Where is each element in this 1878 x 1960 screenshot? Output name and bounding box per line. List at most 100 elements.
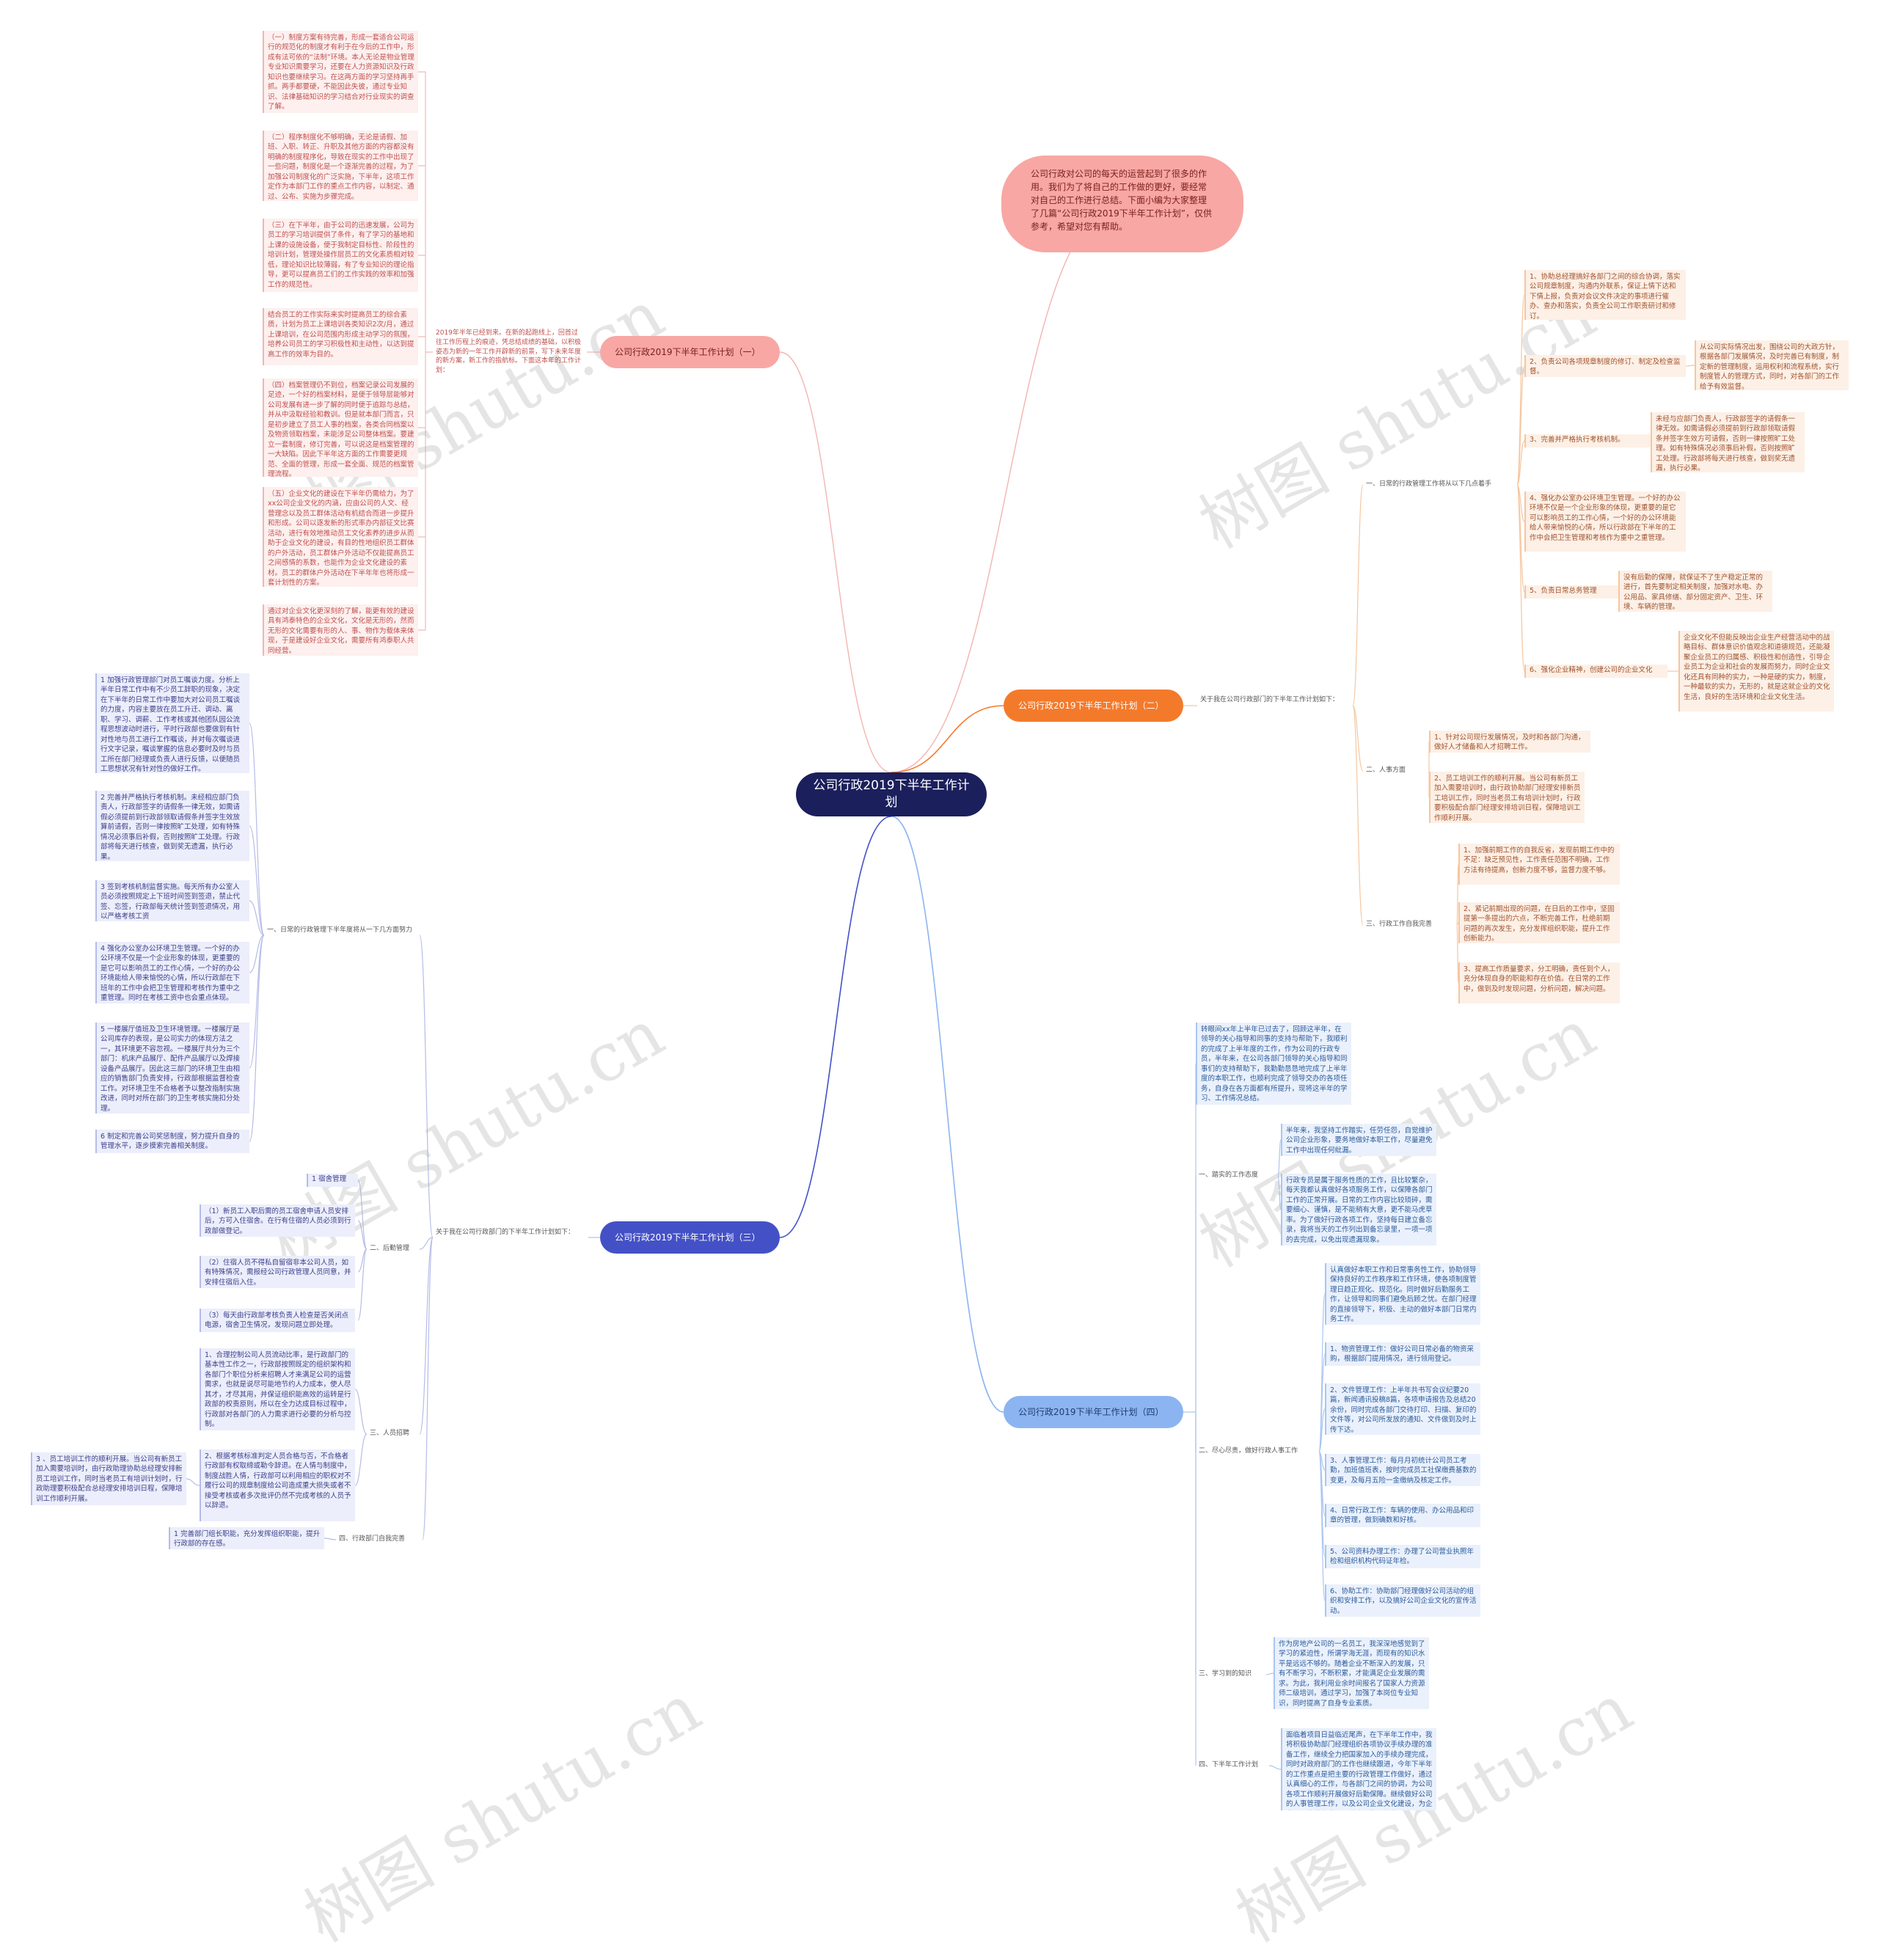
- b3-sec1-item[interactable]: 6 制定和完善公司奖惩制度，努力提升自身的管理水平，逐步摸索完善相关制度。: [95, 1130, 249, 1153]
- b1-item[interactable]: （三）在下半年，由于公司的迅速发展，公司为员工的学习培训提供了条件，有了学习的基…: [263, 219, 418, 292]
- b2-sec1-detail[interactable]: 没有后勤的保障，就保证不了生产稳定正常的进行，首先要制定相关制度，加强对水电、办…: [1618, 571, 1772, 612]
- connector-line: [891, 816, 1004, 1413]
- b4-sec2-item[interactable]: 认真做好本职工作和日常事务性工作，协助领导保持良好的工作秩序和工作环境，使各项制…: [1325, 1263, 1480, 1325]
- connector-line: [357, 1248, 368, 1321]
- b3-sec4-item[interactable]: 1 完善部门组长职能，充分发挥组织职能，提升行政部的存在感。: [169, 1527, 324, 1549]
- connector-line: [186, 1478, 200, 1486]
- b2-sec2-item[interactable]: 2、员工培训工作的顺利开展。当公司有新员工加入需要培训时，由行政协助部门经理安排…: [1429, 772, 1585, 823]
- b2-sec1-item[interactable]: 5、负责日常总务管理: [1524, 585, 1642, 599]
- b1-item[interactable]: （五）企业文化的建设在下半年仍需给力，为了xx公司企业文化的内涵，应由公司的人文…: [263, 487, 418, 587]
- connector-line: [1352, 484, 1364, 706]
- connector-line: [249, 935, 265, 1142]
- connector-line: [1318, 1353, 1326, 1452]
- b2-sec1-item[interactable]: 1、协助总经理搞好各部门之间的综合协调，落实公司规章制度，沟通内外联系，保证上情…: [1524, 270, 1686, 320]
- b2-sec1-detail[interactable]: 企业文化不但能反映出企业生产经营活动中的战略目标、群体意识价值观念和道德规范，还…: [1678, 631, 1834, 712]
- b3-sec3-item[interactable]: 3 、员工培训工作的顺利开展。当公司有新员工加入需要培训时，由行政助理协助总经理…: [31, 1452, 186, 1505]
- b2-sec1-item[interactable]: 3、完善并严格执行考核机制。: [1524, 434, 1661, 447]
- intro-bubble[interactable]: 公司行政对公司的每天的运营起到了很多的作用。我们为了将自己的工作做的更好，要经常…: [1001, 156, 1243, 252]
- b3-sec3[interactable]: 三、人员招聘: [370, 1430, 410, 1437]
- connector-line: [1277, 1175, 1282, 1210]
- b3-sec2-item[interactable]: （1）新员工入职后需的员工宿舍申请人员安排后，方可入住宿舍。在行有住宿的人员必须…: [200, 1204, 355, 1237]
- connector-line: [1516, 440, 1525, 486]
- b3-sec1[interactable]: 一、日常的行政管理下半年度将从一下几方面努力: [267, 926, 413, 934]
- b3-sec2-item[interactable]: （2）住宿人员不得私自留宿非本公司人员，如有特殊情况，需报经公司行政管理人员同意…: [200, 1256, 355, 1288]
- b4-sec1-item[interactable]: 半年来，我坚持工作踏实，任劳任怨，自觉维护公司企业形象，要务地做好本职工作，尽量…: [1281, 1124, 1436, 1156]
- b2-sec1-item[interactable]: 4、强化办公室办公环境卫生管理。一个好的办公环境不仅是一个企业形象的体现，更重要…: [1524, 491, 1686, 552]
- root-node[interactable]: 公司行政2019下半年工作计划: [796, 772, 987, 816]
- connector-line: [354, 1433, 368, 1486]
- connector-line: [891, 203, 1123, 773]
- branch-2[interactable]: 公司行政2019下半年工作计划（二）: [1004, 690, 1183, 722]
- mindmap-canvas: 树图 shutu.cn 树图 shutu.cn 树图 shutu.cn 树图 s…: [31, 31, 1849, 1957]
- b4-sec4-item[interactable]: 面临着项目日益临近尾声，在下半年工作中，我将积极协助部门经理组织各项协议手续办理…: [1281, 1728, 1436, 1810]
- connector-line: [324, 1537, 337, 1540]
- b4-sec2[interactable]: 二、尽心尽责，做好行政人事工作: [1199, 1447, 1298, 1455]
- b1-item[interactable]: （二）程序制度化不够明确，无论是请假、加班、入职、转正、升职及其他方面的内容都没…: [263, 131, 418, 201]
- connector-line: [1318, 1451, 1326, 1601]
- connector-line: [1352, 705, 1364, 926]
- b4-sec3-item[interactable]: 作为房地产公司的一名员工，我深深地感觉到了学习的紧迫性，所谓学海无涯，而现有的知…: [1274, 1637, 1429, 1709]
- b2-sec1-item[interactable]: 6、强化企业精神，创建公司的企业文化: [1524, 665, 1667, 678]
- b3-sec2-item[interactable]: （3）每天由行政部考核负责人检查是否关闭点电源，宿舍卫生情况，发现问题立即处理。: [200, 1309, 355, 1332]
- connector-line: [357, 1220, 368, 1250]
- connector-line: [1318, 1408, 1326, 1452]
- b2-sec2[interactable]: 二、人事方面: [1366, 767, 1406, 774]
- b3-sec2[interactable]: 二、后勤管理: [370, 1245, 410, 1252]
- b2-sec3[interactable]: 三、行政工作自我完善: [1366, 921, 1433, 928]
- b2-sec1-detail[interactable]: 从公司实际情况出发，围绕公司的大政方针，根据各部门发展情况，及时完善已有制度，制…: [1695, 340, 1849, 390]
- b3-sec1-item[interactable]: 3 签到考核机制监督实施。每天所有办公室人员必须按照规定上下班时间签到签退，禁止…: [95, 880, 249, 921]
- b4-sec4[interactable]: 四、下半年工作计划: [1199, 1761, 1259, 1769]
- connector-line: [779, 816, 892, 1238]
- connector-line: [1516, 365, 1525, 486]
- b3-sec1-item[interactable]: 5 一楼展厅值班及卫生环境管理。一楼展厅是公司库存的表现，是公司实力的体现方法之…: [95, 1023, 249, 1114]
- b4-sec2-item[interactable]: 3、人事管理工作：每月月初统计公司员工考勤，加班值班表，按时完成员工社保缴费基数…: [1325, 1454, 1480, 1486]
- b2-sec3-item[interactable]: 3、提高工作质量要求，分工明确，责任到个人，充分体现自身的职能和存在价值。在日常…: [1458, 962, 1620, 1003]
- b3-summary[interactable]: 关于我在公司行政部门的下半年工作计划如下：: [436, 1229, 575, 1236]
- b4-sec2-item[interactable]: 2、文件管理工作：上半年共书写会议纪要20篇，新闻通讯投稿8篇，各项申请报告及总…: [1325, 1383, 1480, 1435]
- b4-sec2-item[interactable]: 1、物资管理工作：做好公司日常必备的物资采购，根据部门提用情况，进行领用登记。: [1325, 1342, 1480, 1366]
- b4-sec2-item[interactable]: 5、公司资料办理工作：办理了公司营业执照年检和组织机构代码证年检。: [1325, 1545, 1480, 1568]
- branch-3[interactable]: 公司行政2019下半年工作计划（三）: [600, 1221, 780, 1254]
- b2-sec1[interactable]: 一、日常的行政管理工作将从以下几点着手: [1366, 480, 1492, 488]
- b2-sec3-item[interactable]: 2、紧记前期出现的问题，在日后的工作中，坚固提第一条提出的六点，不断完善工作，杜…: [1458, 902, 1620, 943]
- b4-sec3[interactable]: 三、学习到的知识: [1199, 1670, 1252, 1678]
- b3-sec3-item[interactable]: 2、根据考核标准判定人员合格与否，不合格者行政部有权取缔或勒令辞退。在人情与制度…: [200, 1449, 355, 1521]
- b4-intro[interactable]: 转眼间xx年上半年已过去了，回顾这半年，在领导的关心指导和同事的支持与帮助下，我…: [1196, 1023, 1351, 1105]
- b3-sec1-item[interactable]: 4 强化办公室办公环境卫生管理。一个好的办公环境不仅是一个企业形象的体现，更重要…: [95, 942, 249, 1003]
- connector-line: [419, 935, 434, 1238]
- connector-line: [249, 935, 265, 973]
- b3-sec3-item[interactable]: 1、合理控制公司人员流动比率，是行政部门的基本性工作之一，行政部按照既定的组织架…: [200, 1348, 355, 1430]
- branch-4[interactable]: 公司行政2019下半年工作计划（四）: [1004, 1396, 1183, 1428]
- connector-line: [419, 1237, 434, 1250]
- b2-sec1-item[interactable]: 2、负责公司各项规章制度的修订、制定及检查监督。: [1524, 355, 1686, 377]
- b4-sec2-item[interactable]: 6、协助工作：协助部门经理做好公司活动的组织和安排工作，以及搞好公司企业文化的宣…: [1325, 1584, 1480, 1617]
- connector-line: [249, 935, 265, 1069]
- b1-item[interactable]: 通过对企业文化更深刻的了解，能更有效的建设具有鸿泰特色的企业文化，文化是无形的，…: [263, 604, 418, 656]
- b3-sec1-item[interactable]: 1 加强行政管理部门对员工嘱谈力度。分析上半年日常工作中有不少员工辞职的现象，决…: [95, 673, 249, 773]
- connector-line: [249, 723, 265, 936]
- b2-summary[interactable]: 关于我在公司行政部门的下半年工作计划如下：: [1200, 696, 1340, 703]
- b1-summary[interactable]: 2019年半年已经到来。在新的起跑线上，回首过往工作历程上的痕迹，凭总结成绩的基…: [436, 329, 582, 375]
- b2-sec1-detail[interactable]: 未经与应部门负责人，行政部签字的请假条一律无效。如需请假必须提前到行政部领取请假…: [1651, 412, 1805, 472]
- connector-line: [1685, 365, 1695, 367]
- connector-line: [779, 351, 892, 773]
- connector-line: [422, 1237, 434, 1540]
- b4-sec1[interactable]: 一、踏实的工作态度: [1199, 1171, 1259, 1179]
- b1-item[interactable]: （一）制度方案有待完善，形成一套适合公司运行的规范化的制度才有利于在今后的工作中…: [263, 31, 418, 113]
- connector-line: [249, 900, 265, 936]
- b2-sec3-item[interactable]: 1、加强前期工作的自我反省，发现前期工作中的不足：缺乏预见性，工作责任范围不明确…: [1458, 844, 1620, 885]
- b2-sec2-item[interactable]: 1、针对公司现行发展情况，及时和各部门沟通，做好人才储备和人才招聘工作。: [1429, 731, 1590, 753]
- connector-line: [1268, 1765, 1282, 1770]
- b3-sec2-item[interactable]: 1 宿舍管理: [307, 1174, 358, 1187]
- branch-1[interactable]: 公司行政2019下半年工作计划（一）: [600, 336, 780, 368]
- connector-line: [1516, 294, 1525, 486]
- connector-line: [1456, 924, 1459, 984]
- b4-sec2-item[interactable]: 4、日常行政工作：车辆的使用、办公用品和印章的管理，做到确数和好核。: [1325, 1504, 1480, 1527]
- connector-line: [1516, 484, 1525, 672]
- b3-sec1-item[interactable]: 2 完善并严格执行考核机制。未经相应部门负责人，行政部签字的请假条一律无效，如需…: [95, 791, 249, 861]
- b3-sec4[interactable]: 四、行政部门自我完善: [339, 1535, 406, 1543]
- b1-item[interactable]: 结合员工的工作实际来实时提高员工的综合素质，计划为员工上课培训各类知识2次/月，…: [263, 308, 418, 365]
- connector-line: [1277, 1139, 1282, 1177]
- b4-sec1-item[interactable]: 行政专员是属于服务性质的工作，且比较繁杂，每天我都认真做好各项服务工作，以保障各…: [1281, 1174, 1436, 1246]
- b1-item[interactable]: （四）档案管理仍不到位，档案记录公司发展的足迹，一个好的档案材料，是便于领导层能…: [263, 379, 418, 477]
